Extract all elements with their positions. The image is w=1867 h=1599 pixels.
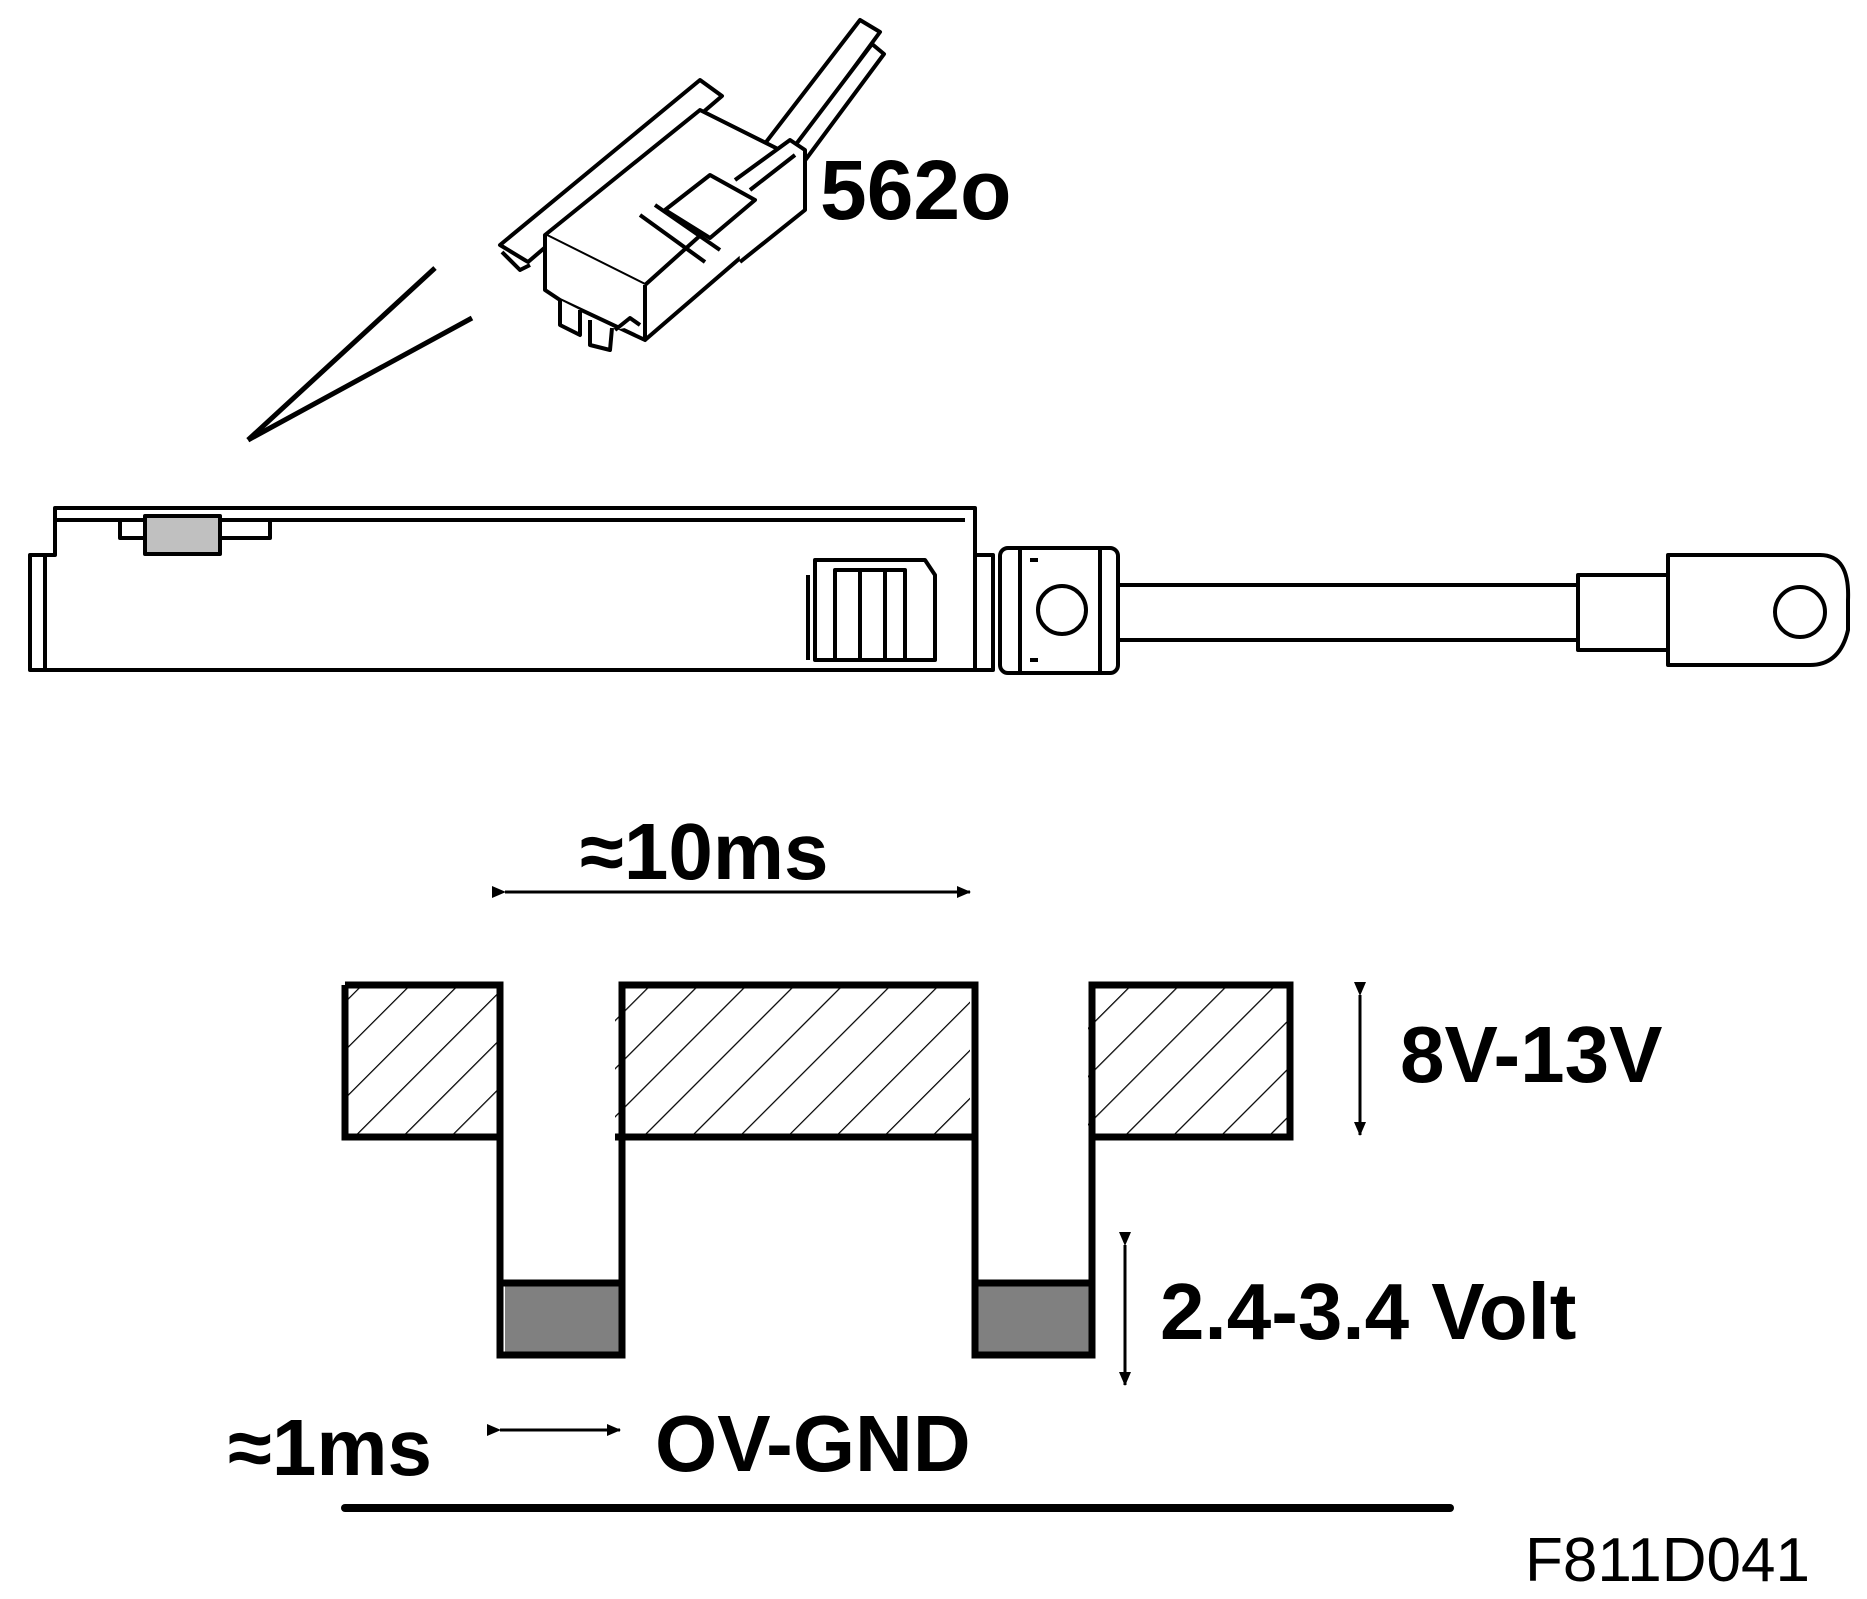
pulse-width-label: ≈1ms: [228, 1403, 433, 1492]
pwm-waveform: [341, 981, 1294, 1359]
high-level-blocks: [345, 985, 1290, 1137]
ground-label: OV-GND: [655, 1399, 971, 1488]
low-level-label: 2.4-3.4 Volt: [1160, 1267, 1577, 1356]
actuator: [28, 506, 1851, 675]
figure-id-label: F811D041: [1525, 1526, 1810, 1595]
period-label: ≈10ms: [580, 807, 829, 896]
low-level-blocks: [505, 1283, 1092, 1355]
connector-label: 562o: [820, 143, 1012, 237]
connector-plug: [498, 18, 886, 352]
connection-indicator: [246, 266, 474, 443]
high-level-label: 8V-13V: [1400, 1010, 1663, 1099]
